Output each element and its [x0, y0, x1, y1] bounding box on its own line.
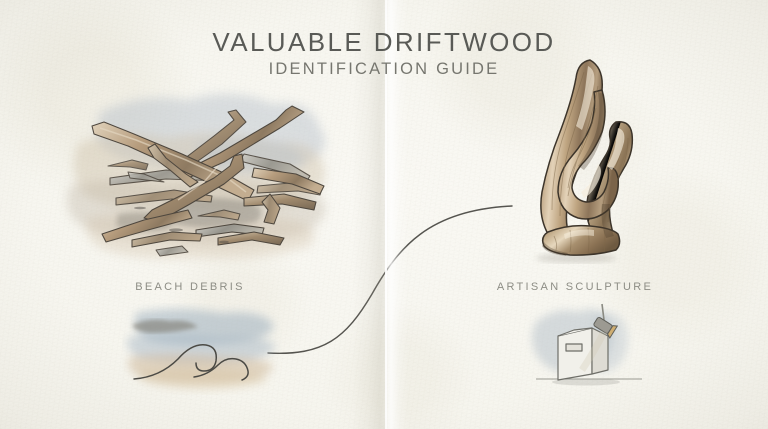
page-title: VALUABLE DRIFTWOOD	[212, 27, 556, 57]
caption-beach-debris: BEACH DEBRIS	[135, 281, 245, 293]
page-subtitle: IDENTIFICATION GUIDE	[268, 60, 500, 78]
caption-artisan-sculpture: ARTISAN SCULPTURE	[496, 281, 654, 293]
